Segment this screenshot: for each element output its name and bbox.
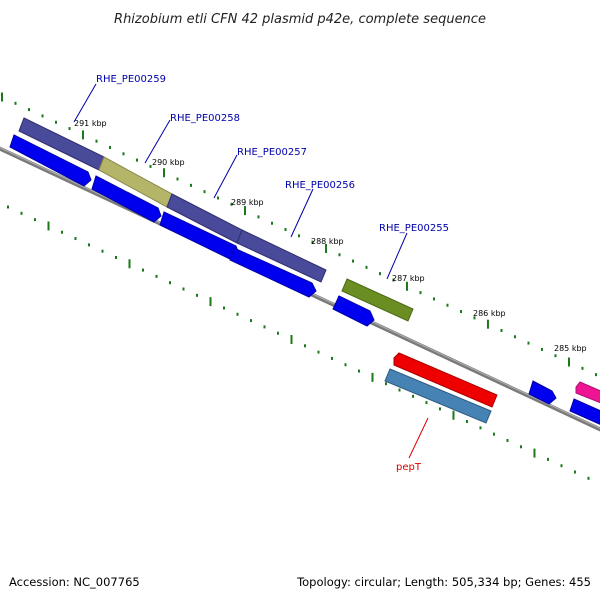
ruler-tick-label: 288 kbp xyxy=(311,237,344,246)
cds-rhe-pe00255[interactable] xyxy=(341,278,414,322)
gene-label[interactable]: RHE_PE00257 xyxy=(237,147,307,158)
cds-forward-arrow[interactable] xyxy=(528,380,557,405)
ruler-tick-label: 286 kbp xyxy=(473,309,506,318)
callout-line xyxy=(73,83,97,123)
gene-labels: RHE_PE00259 RHE_PE00258 RHE_PE00257 RHE_… xyxy=(96,74,449,473)
gene-label[interactable]: RHE_PE00256 xyxy=(285,180,355,191)
lower-feature-row xyxy=(384,352,600,424)
ruler-tick-label: 290 kbp xyxy=(152,158,185,167)
cds-forward-arrow[interactable] xyxy=(91,175,162,223)
cds-magenta[interactable] xyxy=(575,381,600,405)
forward-cds-row xyxy=(9,134,600,427)
cds-pept-red[interactable] xyxy=(393,352,498,408)
cds-forward-arrow[interactable] xyxy=(332,295,375,327)
cds-forward-arrow[interactable] xyxy=(229,247,317,298)
inner-tick-track xyxy=(7,205,590,480)
callout-line xyxy=(290,188,314,238)
reverse-cds-row xyxy=(18,117,414,322)
gene-label[interactable]: RHE_PE00255 xyxy=(379,223,449,234)
cds-forward-arrow[interactable] xyxy=(9,134,92,187)
ruler-tick-label: 285 kbp xyxy=(554,344,587,353)
genome-summary-text: Topology: circular; Length: 505,334 bp; … xyxy=(296,575,591,589)
gene-label[interactable]: RHE_PE00259 xyxy=(96,74,166,85)
cds-pept[interactable] xyxy=(384,368,492,424)
callout-line xyxy=(386,232,408,280)
accession-text: Accession: NC_007765 xyxy=(9,575,140,589)
gene-label[interactable]: pepT xyxy=(396,462,422,473)
ruler-tick-label: 291 kbp xyxy=(74,119,107,128)
cds-forward-arrow[interactable] xyxy=(569,398,600,427)
gene-label[interactable]: RHE_PE00258 xyxy=(170,113,240,124)
callout-line xyxy=(408,417,429,459)
ruler-labels: 291 kbp 290 kbp 289 kbp 288 kbp 287 kbp … xyxy=(74,119,587,353)
ruler-tick-label: 289 kbp xyxy=(231,198,264,207)
callout-line xyxy=(144,119,171,164)
ruler-tick-label: 287 kbp xyxy=(392,274,425,283)
outer-tick-track xyxy=(1,92,597,377)
cds-rhe-pe00256[interactable] xyxy=(236,229,327,283)
map-title: Rhizobium etli CFN 42 plasmid p42e, comp… xyxy=(114,12,486,27)
callout-lines xyxy=(73,83,429,459)
callout-line xyxy=(213,154,238,199)
